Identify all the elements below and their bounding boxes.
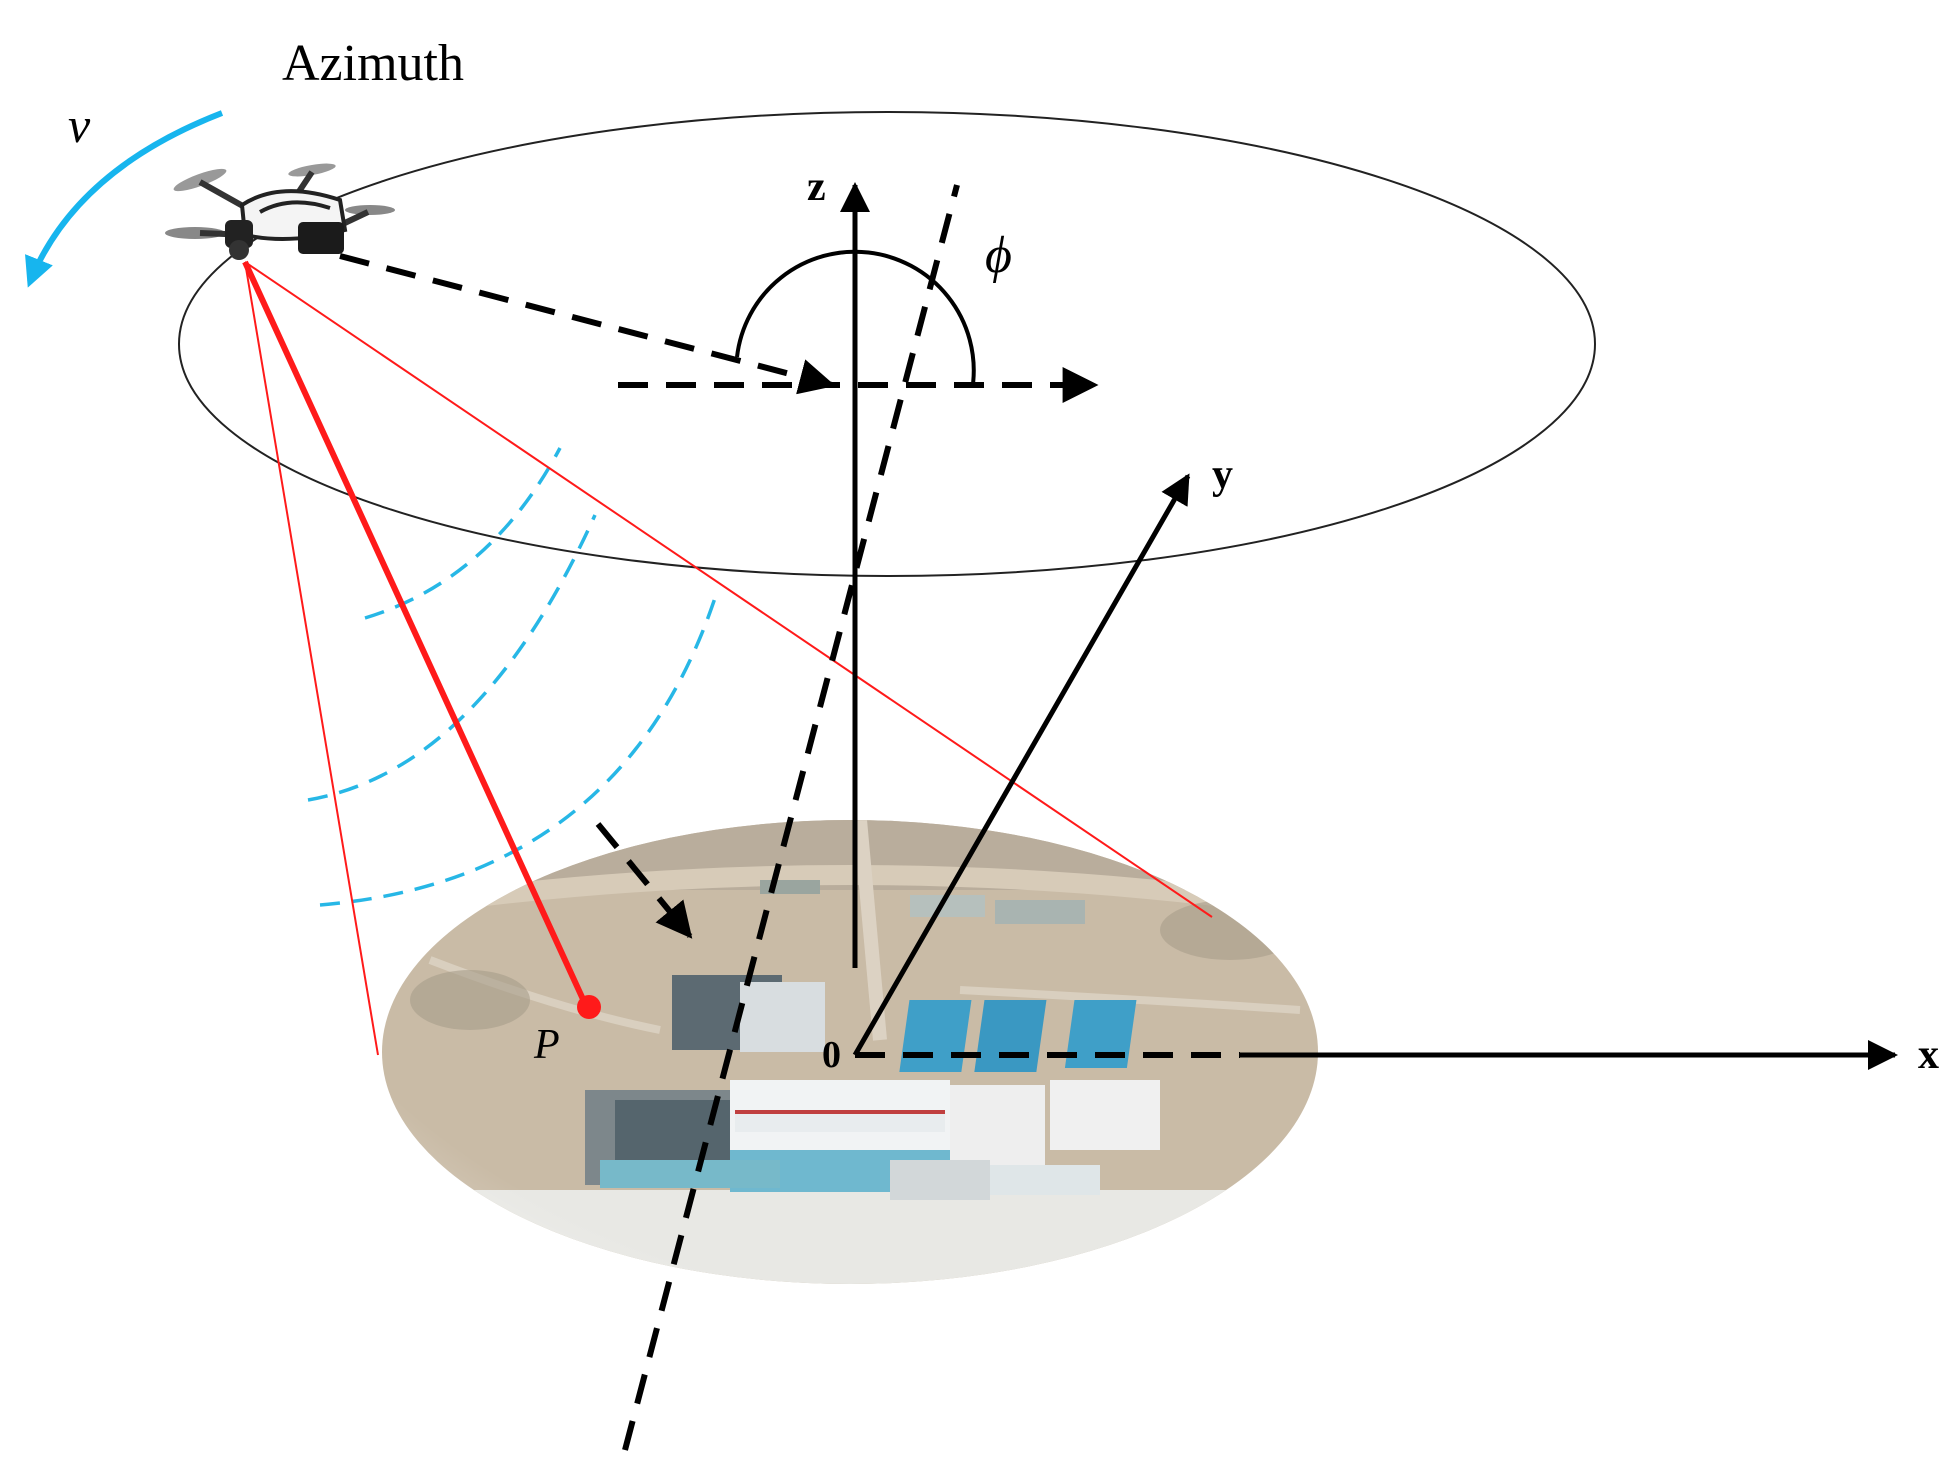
- drone-icon: [165, 163, 395, 260]
- velocity-arrow: [25, 110, 224, 288]
- z-axis-label: z: [807, 164, 826, 210]
- y-axis: [852, 473, 1191, 1057]
- phi-label: ϕ: [985, 227, 1012, 284]
- dashed-axes: [339, 184, 1240, 1451]
- x-axis-label: x: [1918, 1032, 1939, 1078]
- origin-label: 0: [822, 1034, 841, 1076]
- target-label: P: [533, 1022, 560, 1068]
- flight-orbit: [178, 111, 1596, 577]
- beam-direction-arrow: [595, 822, 693, 939]
- velocity-label: v: [68, 97, 91, 153]
- phi-angle-arc: [735, 249, 976, 385]
- y-axis-label: y: [1212, 452, 1233, 498]
- look-direction-vector: [339, 253, 836, 395]
- y-axis-extension: [622, 184, 960, 1451]
- radar-beam: [242, 260, 1213, 1056]
- azimuth-label: Azimuth: [282, 35, 464, 92]
- radar-wavefronts: [307, 447, 717, 907]
- solid-axes: [840, 182, 1898, 1070]
- slant-range-line: [242, 260, 590, 1010]
- target-point-icon: [577, 995, 601, 1019]
